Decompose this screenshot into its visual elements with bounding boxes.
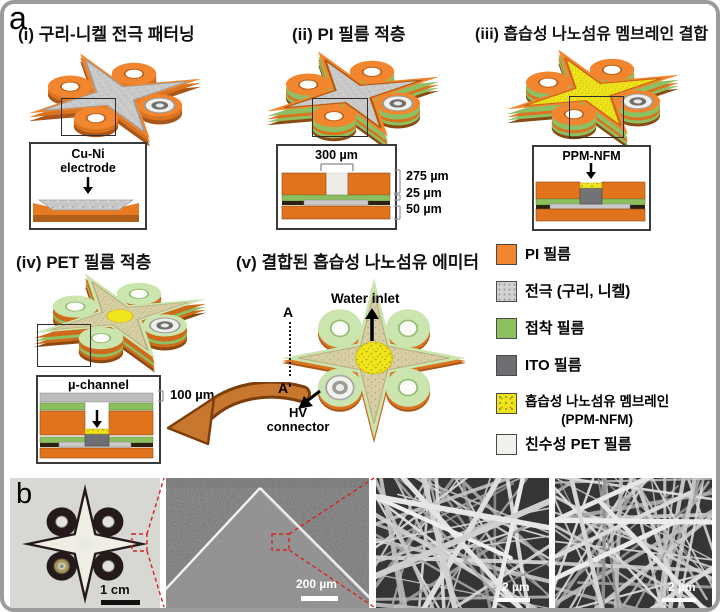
legend-item-ito: ITO 필름 — [496, 355, 582, 376]
zoom-indicator-box-iii — [569, 96, 624, 138]
channel-width-label: 300 µm — [315, 148, 358, 162]
cross-section-inset-iv: µ-channel — [36, 375, 161, 464]
legend-swatch-ito — [496, 355, 517, 376]
hv-connector-label: HV connector — [266, 405, 330, 434]
zoom-indicator-box-iv — [37, 324, 91, 367]
section-line-a-prime-label: A' — [278, 380, 292, 396]
device-3d-step2 — [246, 36, 460, 150]
legend-item-pi-film: PI 필름 — [496, 244, 571, 265]
legend-swatch-pet — [496, 434, 517, 455]
dim-bottom-label: 50 µm — [406, 202, 442, 216]
device-3d-step1 — [12, 38, 218, 150]
device-top-view-step5 — [272, 268, 476, 448]
legend-swatch-electrode — [496, 281, 517, 302]
water-inlet-label: Water inlet — [331, 291, 400, 306]
legend-item-nfm: 흡습성 나노섬유 멤브레인 (PPM-NFM) — [496, 393, 669, 429]
legend-swatch-adhesive — [496, 318, 517, 339]
sem-image-nanofibers-1 — [376, 478, 549, 608]
down-arrow-icon — [83, 177, 93, 194]
legend-item-adhesive: 접착 필름 — [496, 318, 584, 339]
sem-tip-scale-bar — [301, 596, 338, 601]
sem-nf1-scale-text: 2 µm — [502, 580, 530, 594]
down-arrow-icon — [586, 163, 596, 179]
panel-iv-title: (iv) PET 필름 적층 — [16, 253, 152, 272]
dim-adhesive-label: 25 µm — [406, 186, 442, 200]
cross-section-drawing-ii — [281, 172, 391, 220]
hv-connector-arrow-icon — [298, 389, 321, 409]
device-3d-step3 — [484, 36, 702, 150]
panel-b-label: b — [16, 478, 33, 510]
cross-section-drawing-iv — [39, 392, 154, 459]
cross-section-inset-i: Cu-Ni electrode — [29, 142, 147, 230]
sem-image-tip — [166, 478, 369, 608]
legend-swatch-nfm — [496, 393, 517, 414]
photo-scale-bar — [101, 600, 140, 605]
sem-tip-scale-text: 200 µm — [296, 577, 337, 591]
zoom-indicator-box-ii — [312, 98, 368, 137]
device-photo — [10, 478, 160, 609]
legend-item-electrode: 전극 (구리, 니켈) — [496, 281, 630, 302]
device-photo-star — [10, 478, 160, 609]
cross-section-drawing-i — [33, 199, 139, 222]
cross-section-inset-ii: 300 µm — [276, 144, 397, 230]
sem-nf2-scale-bar — [662, 598, 696, 602]
panel-ii-title: (ii) PI 필름 적층 — [292, 25, 406, 44]
photo-scale-text: 1 cm — [100, 582, 130, 597]
sem-image-nanofibers-2 — [555, 478, 712, 608]
process-flow-arrow — [166, 382, 311, 446]
panel-iii-title: (iii) 흡습성 나노섬유 멤브레인 결합 — [475, 26, 709, 43]
panel-v-title: (v) 결합된 흡습성 나노섬유 에미터 — [236, 253, 479, 272]
section-line — [289, 322, 291, 376]
zoom-indicator-box-i — [61, 98, 116, 136]
section-line-a-label: A — [283, 304, 294, 320]
cross-section-drawing-iii — [535, 181, 646, 222]
cu-ni-electrode-label-line1: Cu-Ni — [71, 147, 105, 161]
sem-nf1-scale-bar — [496, 598, 530, 602]
width-bracket-icon — [320, 163, 354, 171]
cross-section-inset-iii: PPM-NFM — [532, 145, 651, 231]
panel-a-label: a — [9, 0, 27, 36]
device-3d-step4 — [10, 258, 230, 376]
legend-item-pet: 친수성 PET 필름 — [496, 434, 632, 455]
water-inlet-arrow-icon — [365, 308, 379, 341]
ppm-nfm-label: PPM-NFM — [562, 149, 621, 163]
u-channel-label: µ-channel — [68, 377, 129, 392]
dim-pi-label: 275 µm — [406, 169, 449, 183]
panel-i-title: (i) 구리-니켈 전극 패터닝 — [18, 25, 195, 44]
pet-thickness-bracket-icon — [158, 390, 164, 402]
legend-swatch-pi — [496, 244, 517, 265]
thickness-brackets-icon — [394, 169, 401, 220]
pet-thickness-label: 100 µm — [170, 387, 215, 402]
cu-ni-electrode-label-line2: electrode — [60, 161, 116, 175]
sem-nf2-scale-text: 2 µm — [668, 580, 696, 594]
